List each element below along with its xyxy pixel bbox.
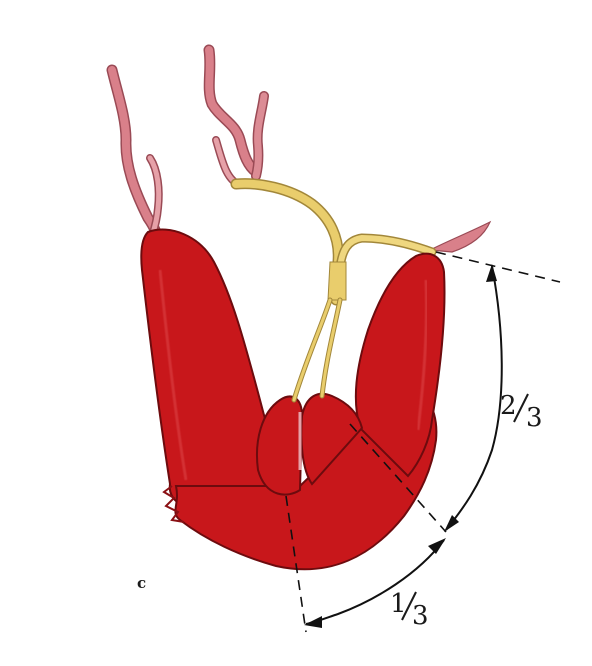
- measurement-lines: [285, 251, 561, 633]
- panel-label: c: [137, 574, 146, 592]
- bottom-dashed-line: [285, 495, 307, 633]
- lower-denominator: 3: [412, 601, 429, 631]
- middle-dashed-line: [349, 423, 447, 533]
- upper-numerator: 2: [500, 391, 517, 421]
- upper-denominator: 3: [526, 403, 543, 433]
- upper-arrowhead-bottom: [444, 515, 459, 532]
- fraction-label-one-third: 1 3: [390, 589, 429, 631]
- inner-tubes: [291, 297, 343, 470]
- top-dashed-line: [435, 251, 561, 283]
- red-organ: [140, 228, 446, 571]
- lower-numerator: 1: [390, 589, 407, 619]
- yellow-ducts: [230, 178, 437, 306]
- lower-arrowhead-right: [428, 538, 446, 554]
- fraction-label-two-thirds: 2 3: [500, 391, 543, 433]
- middle-vessels: [203, 44, 492, 253]
- lower-arrowhead-left: [304, 616, 322, 628]
- upper-arc: [445, 265, 503, 531]
- upper-arrowhead-top: [486, 264, 497, 282]
- left-vessel: [106, 64, 163, 246]
